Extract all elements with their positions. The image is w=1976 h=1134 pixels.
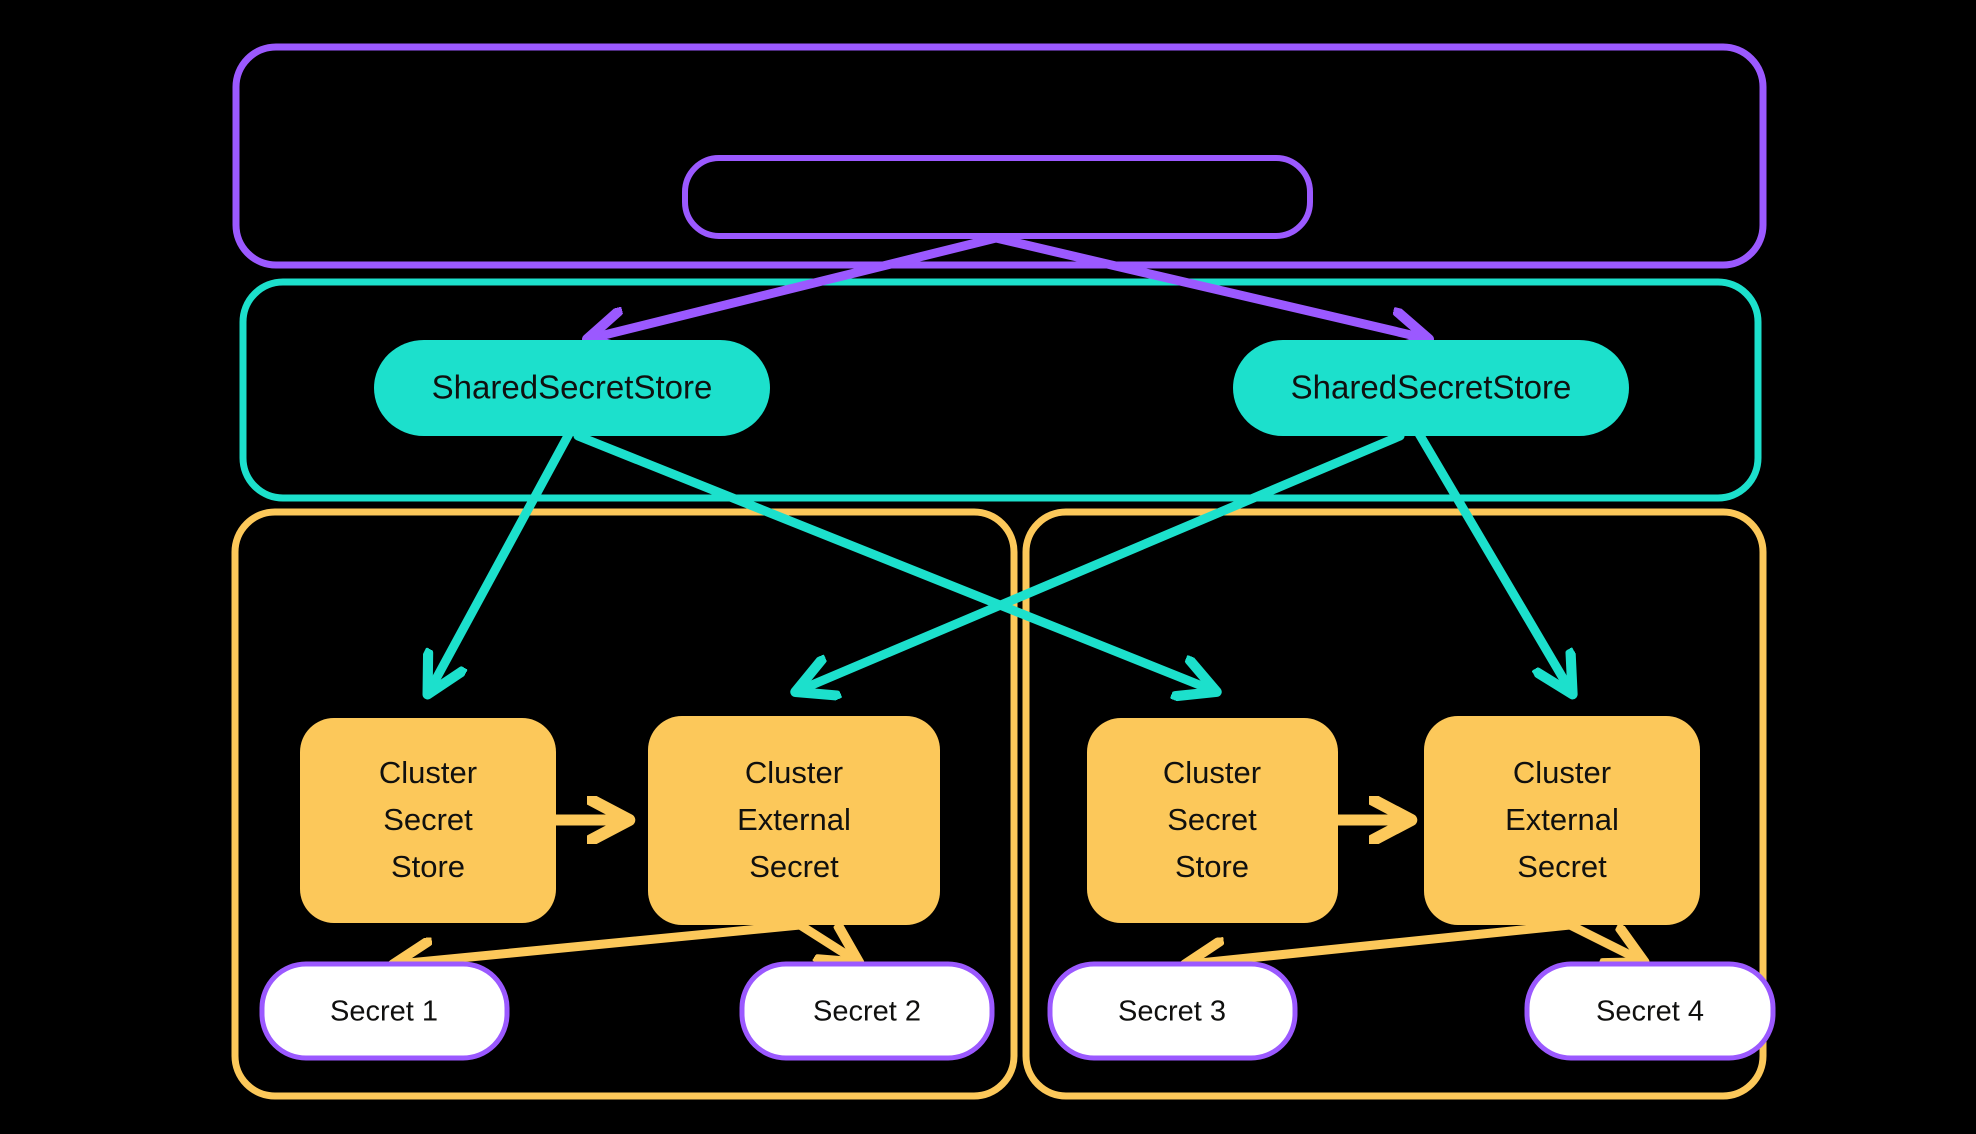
edge-shared-right-to-cluster-external-secret-b [1413, 427, 1570, 690]
node-cluster-secret-store-b-line-3: Store [1175, 849, 1249, 884]
node-secret-3-label: Secret 3 [1118, 996, 1226, 1028]
node-shared-secret-store-right[interactable]: SharedSecretStore [1233, 340, 1629, 436]
node-cluster-secret-store-b-line-2: Secret [1167, 802, 1257, 837]
group-cluster-b [1022, 508, 1767, 1100]
edge-shared-left-to-cluster-secret-store-b [573, 431, 1212, 690]
node-secret-2-label: Secret 2 [813, 996, 921, 1028]
node-cluster-secret-store-a-shape[interactable] [300, 718, 556, 923]
group-cluster-a [231, 508, 1018, 1100]
edge-operator-to-shared-store-left [592, 233, 1001, 338]
group-operator-scope [232, 43, 1767, 269]
node-shared-secret-store-left-shape[interactable] [374, 340, 770, 436]
node-shared-secret-store-left[interactable]: SharedSecretStore [374, 340, 770, 436]
node-secret-4-shape[interactable] [1524, 961, 1776, 1061]
edge-group-shared-to-cluster [430, 427, 1570, 690]
node-cluster-external-secret-a-shape[interactable] [648, 716, 940, 925]
edge-cluster-external-secret-a-to-secret-1 [398, 920, 805, 964]
edge-shared-left-to-cluster-secret-store-a [430, 427, 575, 690]
node-cluster-secret-store-a-line-1: Cluster [379, 755, 477, 790]
node-secret-2[interactable]: Secret 2 [739, 961, 995, 1061]
node-cluster-external-secret-b-line-2: External [1505, 802, 1619, 837]
node-secret-4[interactable]: Secret 4 [1524, 961, 1776, 1061]
edge-cluster-external-secret-b-to-secret-3 [1190, 920, 1575, 964]
node-cluster-secret-store-a-line-3: Store [391, 849, 465, 884]
edge-shared-right-to-cluster-external-secret-a [800, 431, 1405, 690]
node-cluster-secret-store-b-line-1: Cluster [1163, 755, 1261, 790]
edge-group-external-to-secrets [398, 920, 1640, 964]
node-shared-secret-store-left-label: SharedSecretStore [432, 369, 713, 406]
node-cluster-secret-store-a-line-2: Secret [383, 802, 473, 837]
node-cluster-external-secret-a-line-2: External [737, 802, 851, 837]
edge-operator-to-shared-store-right [991, 233, 1424, 338]
node-cluster-secret-store-b-shape[interactable] [1087, 718, 1338, 923]
node-secret-1-label: Secret 1 [330, 996, 438, 1028]
node-cluster-external-secret-b-shape[interactable] [1424, 716, 1700, 925]
node-shared-secret-store-right-shape[interactable] [1233, 340, 1629, 436]
group-shared-scope [239, 278, 1762, 502]
node-secret-3[interactable]: Secret 3 [1047, 961, 1298, 1061]
node-secret-1-shape[interactable] [259, 961, 510, 1061]
node-shared-secret-store-right-label: SharedSecretStore [1291, 369, 1572, 406]
node-operator[interactable] [682, 155, 1313, 239]
node-cluster-secret-store-b[interactable]: Cluster Secret Store [1087, 718, 1338, 923]
node-cluster-external-secret-a[interactable]: Cluster External Secret [648, 716, 940, 925]
node-cluster-external-secret-b-line-1: Cluster [1513, 755, 1611, 790]
node-secret-3-shape[interactable] [1047, 961, 1298, 1061]
node-cluster-external-secret-a-line-3: Secret [749, 849, 839, 884]
edge-cluster-external-secret-b-to-secret-4 [1565, 920, 1640, 960]
node-secret-1[interactable]: Secret 1 [259, 961, 510, 1061]
node-cluster-external-secret-b-line-3: Secret [1517, 849, 1607, 884]
edge-cluster-external-secret-a-to-secret-2 [795, 920, 855, 960]
node-secret-2-shape[interactable] [739, 961, 995, 1061]
node-cluster-external-secret-a-line-1: Cluster [745, 755, 843, 790]
node-cluster-secret-store-a[interactable]: Cluster Secret Store [300, 718, 556, 923]
edge-group-operator-to-shared [592, 233, 1424, 338]
node-secret-4-label: Secret 4 [1596, 996, 1704, 1028]
node-cluster-external-secret-b[interactable]: Cluster External Secret [1424, 716, 1700, 925]
node-operator-shape[interactable] [682, 155, 1313, 239]
